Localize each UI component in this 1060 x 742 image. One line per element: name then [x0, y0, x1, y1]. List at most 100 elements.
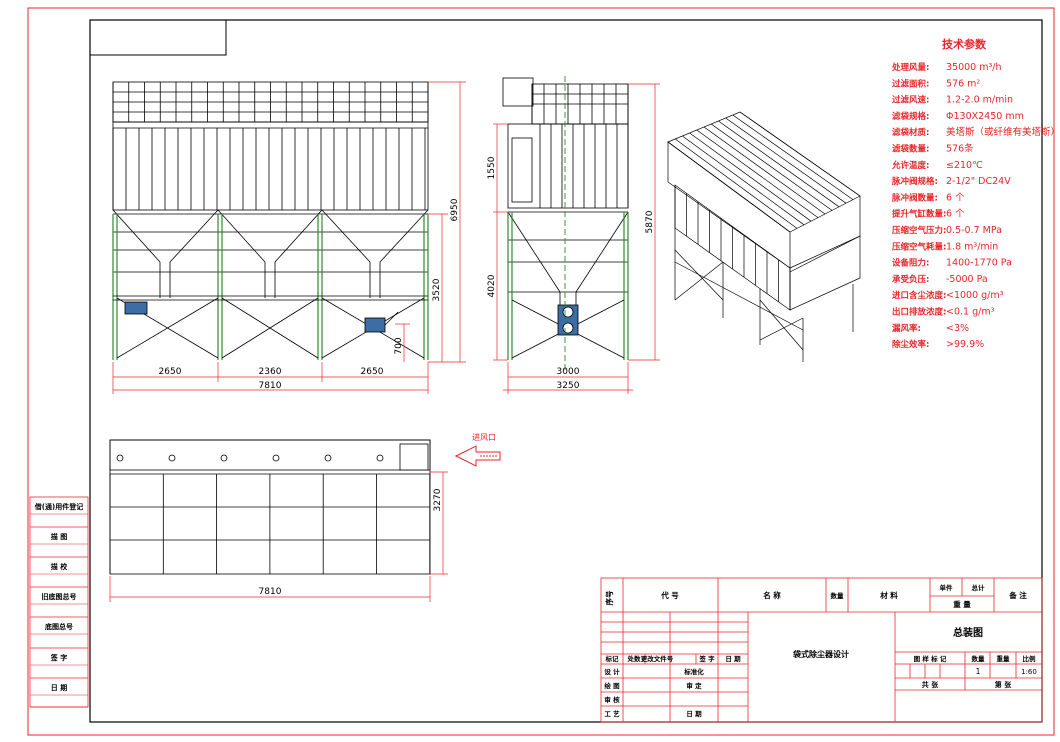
tech-param-value: 6 个	[946, 192, 965, 203]
dim-side-lower: 4020	[487, 274, 497, 297]
stamp-label: 描 校	[51, 562, 68, 571]
tech-param-label: 压缩空气压力:	[892, 225, 946, 236]
title-block-cell: 日 期	[725, 654, 741, 663]
title-block-cell: 审 核	[604, 695, 620, 704]
tech-param-label: 滤袋数量:	[892, 144, 929, 155]
tech-param-value: 576条	[946, 143, 974, 155]
dim-front-total: 7810	[259, 381, 282, 391]
title-block-cell: 单件	[940, 583, 954, 592]
plan-dimensions	[109, 471, 448, 602]
outer-border	[27, 7, 1055, 736]
left-stamp-column	[29, 496, 89, 708]
tech-params-list: 处理风量: 35000 m³/h 过滤面积: 576 m² 过滤风速: 1.2-2.0 m…	[891, 62, 1060, 350]
tech-param-label: 脉冲阀规格:	[891, 176, 938, 187]
title-block-cell: 名 称	[763, 590, 781, 600]
tech-param-value: <3%	[946, 323, 969, 334]
tech-param-label: 出口排放浓度:	[892, 307, 946, 318]
dim-plan-width: 7810	[259, 587, 282, 597]
title-block-cell: 总装图	[953, 626, 983, 639]
tech-param-label: 过滤面积:	[892, 78, 929, 89]
side-view	[502, 76, 629, 372]
title-block-cell: 日 期	[686, 709, 702, 718]
tech-param-value: 0.5-0.7 MPa	[946, 225, 1002, 236]
front-dimensions	[112, 81, 466, 394]
tech-param-value: Φ130X2450 mm	[946, 111, 1024, 122]
title-block-cell: 代 号	[660, 590, 679, 600]
title-block-cell: 标准化	[683, 667, 704, 676]
tech-param-label: 除尘效率:	[892, 339, 929, 350]
title-block-cell: 序号	[604, 590, 614, 605]
tech-param-label: 压缩空气耗量:	[892, 241, 946, 252]
tech-params-title: 技术参数	[942, 37, 987, 51]
tech-param-value: 1400-1770 Pa	[946, 258, 1012, 269]
title-block-cell: 图 样 标 记	[914, 654, 947, 663]
title-block-cell: 标记	[605, 654, 620, 663]
tech-param-label: 允许温度:	[891, 160, 929, 171]
inlet-arrow-icon	[454, 445, 501, 467]
tech-param-value: 美塔斯（或纤维有美塔斯）	[946, 126, 1060, 138]
title-block-cell: 数量	[831, 591, 845, 600]
title-block-cell: 比例	[1023, 654, 1037, 663]
plan-view	[109, 439, 431, 575]
tech-param-value: 2-1/2" DC24V	[946, 176, 1011, 187]
title-block-cell: 设 计	[604, 667, 620, 676]
side-dimensions	[493, 83, 660, 394]
dim-side-height: 5870	[645, 210, 655, 233]
tech-param-label: 承受负压:	[892, 274, 929, 285]
title-block-cell: 材 料	[880, 590, 898, 600]
stamp-label: 底图总号	[45, 622, 73, 631]
tech-param-value: >99.9%	[946, 339, 984, 350]
tech-param-value: 1.8 m³/min	[946, 241, 998, 252]
stamp-label: 旧底图总号	[42, 592, 77, 601]
title-block-cell: 工 艺	[604, 709, 620, 718]
tech-param-label: 设备阻力:	[892, 258, 929, 269]
title-block-cell: 备 注	[1008, 590, 1027, 600]
tech-param-value: ≤210℃	[946, 160, 983, 171]
stamp-label: 签 字	[50, 653, 67, 662]
title-block-cell: 第 张	[995, 680, 1012, 689]
title-block-cell: 处数	[627, 654, 642, 663]
dim-front-motor: 700	[394, 337, 404, 354]
front-view	[112, 81, 429, 360]
tech-param-value: 35000 m³/h	[946, 62, 1002, 73]
title-block-cell: 绘 图	[604, 681, 620, 690]
tech-param-value: <0.1 g/m³	[946, 307, 995, 318]
title-block	[600, 577, 1043, 723]
tech-param-value: 6 个	[946, 209, 965, 220]
tech-param-value: 576 m²	[946, 78, 980, 89]
dim-front-height: 6950	[450, 198, 460, 221]
inlet-label: 进风口	[472, 433, 496, 442]
title-block-cell: 1:60	[1021, 668, 1037, 676]
stamp-label: 描 图	[51, 532, 67, 541]
dim-front-w2: 2360	[259, 367, 282, 377]
dim-front-hopper: 3520	[432, 278, 442, 301]
dim-side-upper: 1550	[487, 156, 497, 179]
title-block-cell: 数量	[972, 654, 986, 663]
title-block-cell: 重量	[997, 654, 1011, 663]
tech-param-label: 过滤风速:	[892, 95, 929, 106]
stamp-label: 借(通)用件登记	[34, 502, 83, 511]
title-block-cell: 共 张	[922, 680, 939, 689]
tech-param-label: 滤袋材质:	[892, 127, 929, 138]
tech-param-label: 提升气缸数量:	[892, 209, 946, 220]
title-block-text: 序号代 号名 称数量材 料单件总计备 注重 量标记处数更改文件号签 字日 期设 …	[604, 583, 1037, 718]
tech-param-value: -5000 Pa	[946, 274, 988, 285]
tech-param-label: 滤袋规格:	[892, 111, 929, 122]
title-block-cell: 签 字	[698, 654, 715, 663]
corner-box	[89, 19, 227, 56]
dim-plan-depth: 3270	[433, 488, 443, 511]
tech-param-label: 漏风率:	[892, 323, 921, 334]
tech-param-label: 处理风量:	[891, 62, 929, 73]
title-block-cell: 袋式除尘器设计	[792, 649, 849, 659]
tech-param-value: <1000 g/m³	[946, 290, 1004, 301]
dim-front-w3: 2650	[361, 367, 384, 377]
dim-side-w1: 3000	[557, 367, 580, 377]
title-block-cell: 重 量	[953, 599, 971, 609]
tech-param-label: 进口含尘浓度:	[892, 290, 946, 301]
stamp-label: 日 期	[51, 683, 67, 692]
tech-param-value: 1.2-2.0 m/min	[946, 95, 1013, 106]
title-block-cell: 总计	[972, 583, 986, 592]
